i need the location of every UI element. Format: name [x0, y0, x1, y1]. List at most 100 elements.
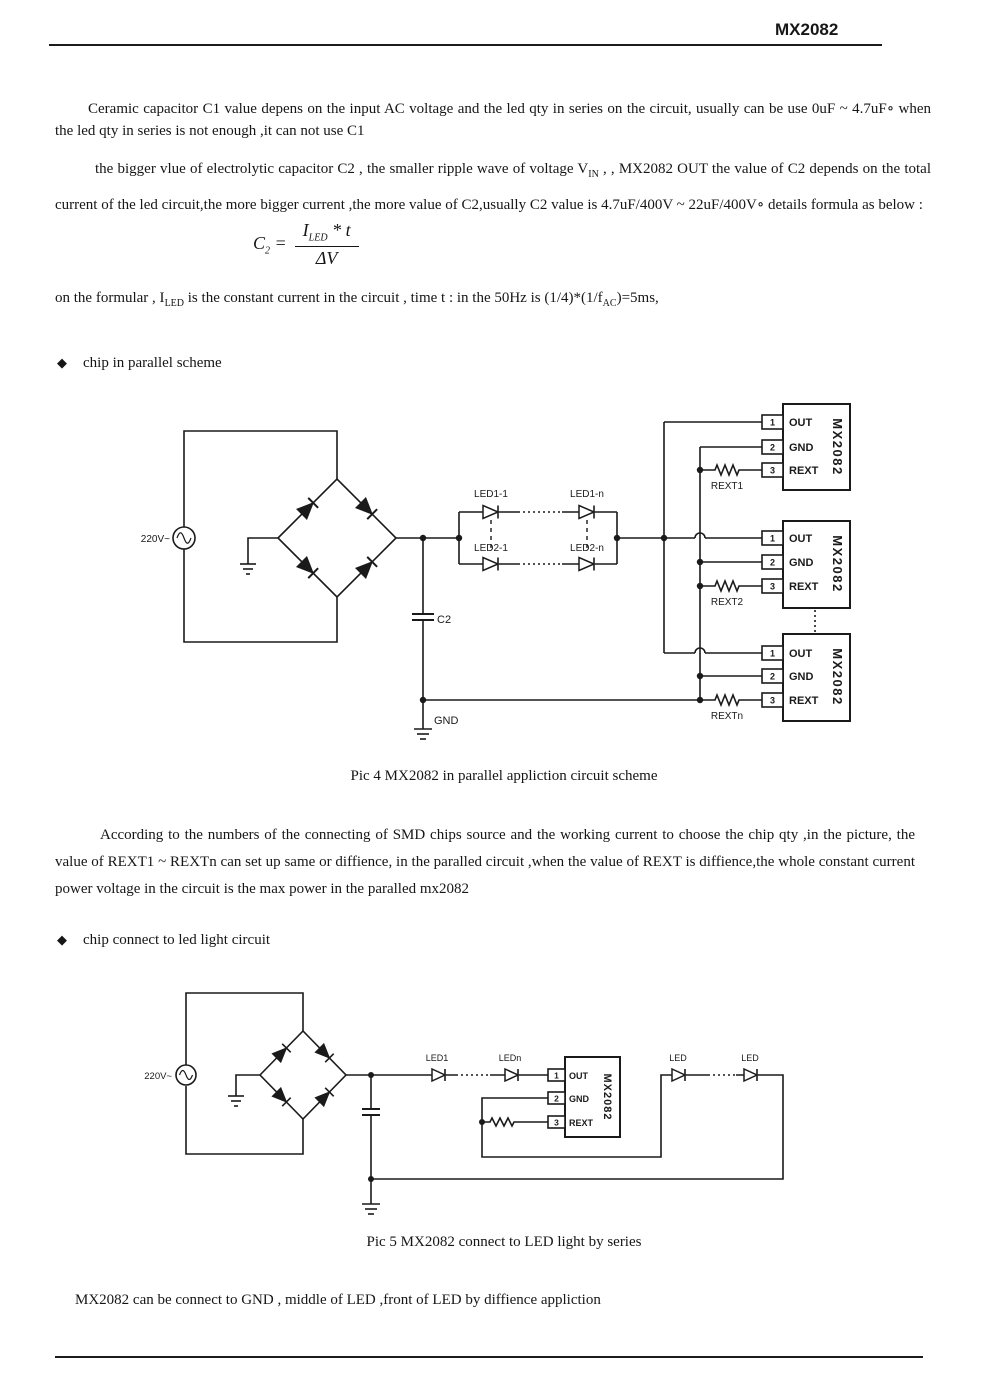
pin-name: REXT: [569, 1118, 594, 1128]
rext-label: REXTn: [711, 711, 743, 722]
led-label: LED1-n: [570, 489, 604, 500]
pin-name: GND: [789, 557, 814, 569]
formula-numerator: ILED * t: [302, 220, 351, 244]
pin-number: 2: [770, 672, 775, 682]
ground-icon: [414, 728, 432, 740]
header-rule: [49, 44, 882, 46]
pic4-caption: Pic 4 MX2082 in parallel appliction circ…: [350, 768, 658, 784]
junction-dots: [368, 1072, 485, 1182]
ac-source: 220V~: [144, 992, 304, 1155]
led-diode-icon: [482, 504, 500, 520]
led-label: LED: [741, 1053, 759, 1063]
pin-name: OUT: [569, 1071, 589, 1081]
rext-label: REXT2: [711, 597, 744, 608]
bullet-parallel-scheme: ◆chip in parallel scheme: [57, 355, 222, 371]
ac-source: 220V~: [141, 430, 338, 643]
pic4-source-label: 220V~: [141, 534, 170, 545]
pin-number: 2: [554, 1094, 559, 1104]
pin-name: REXT: [789, 695, 819, 707]
pic5-diagram: 220V~ LED1 LEDn: [144, 992, 784, 1215]
diamond-bullet-icon: ◆: [57, 356, 67, 371]
rextn-resistor: REXTn: [700, 692, 762, 722]
led-label: LED1: [426, 1053, 449, 1063]
paragraph-according: According to the numbers of the connecti…: [55, 827, 915, 897]
ground-node: GND: [414, 700, 459, 740]
led-diode-icon: [578, 556, 596, 572]
page-title: MX2082: [775, 20, 839, 39]
pin-name: REXT: [789, 465, 819, 477]
bulk-capacitor: [362, 1075, 380, 1179]
rext-resistor: [482, 1116, 548, 1128]
led-label: LED1-1: [474, 489, 508, 500]
p2-text-a: the bigger vlue of electrolytic capacito…: [95, 161, 589, 177]
led-diode-icon: [671, 1067, 687, 1083]
chip-name: MX2082: [830, 418, 845, 475]
rext-label: REXT1: [711, 481, 744, 492]
pic5-source-label: 220V~: [144, 1071, 172, 1082]
led-label: LED2-n: [570, 543, 604, 554]
pin-number: 3: [554, 1118, 559, 1128]
pin-name: GND: [789, 671, 814, 683]
pin-number: 3: [770, 696, 775, 706]
pin-number: 1: [554, 1071, 559, 1081]
led-diode-icon: [578, 504, 596, 520]
bridge-diode-icon: [295, 497, 319, 521]
pin-name: OUT: [789, 417, 813, 429]
pin-number: 1: [770, 649, 775, 659]
bridge-diode-icon: [295, 555, 319, 579]
paragraph-closing: MX2082 can be connect to GND , middle of…: [75, 1292, 601, 1308]
pin-number: 1: [770, 534, 775, 544]
c2-capacitor: C2: [412, 538, 451, 700]
formula-lhs: C2 =: [253, 232, 287, 257]
bridge-diode-icon: [271, 1086, 292, 1107]
bridge-diode-icon: [314, 1087, 335, 1108]
pin-number: 2: [770, 443, 775, 453]
ground-icon: [228, 1095, 244, 1107]
mx2082-chip: 1 2 3 OUT GND REXT MX2082: [547, 1056, 621, 1138]
mx2082-chip: 1 2 3 OUT GND REXT MX2082: [761, 403, 851, 491]
input-led-string: LED1 LEDn: [346, 1053, 548, 1083]
vin-subscript: IN: [588, 169, 599, 180]
footer-rule: [55, 1356, 923, 1358]
led-diode-icon: [504, 1067, 520, 1083]
led-diode-icon: [743, 1067, 759, 1083]
pin-name: GND: [569, 1094, 590, 1104]
ground-node: [362, 1179, 380, 1215]
pin-name: GND: [789, 442, 814, 454]
c2-formula: C2 = ILED * t ΔV: [253, 220, 359, 269]
led-label: LED: [669, 1053, 687, 1063]
ground-icon: [240, 563, 256, 575]
pin-number: 2: [770, 558, 775, 568]
pin-number: 1: [770, 418, 775, 428]
pin-name: OUT: [789, 648, 813, 660]
paragraph-c1: Ceramic capacitor C1 value depens on the…: [55, 101, 931, 139]
fac-subscript: AC: [602, 298, 617, 309]
pin-number: 3: [770, 582, 775, 592]
chip-name: MX2082: [830, 535, 845, 592]
paragraph-c2: the bigger vlue of electrolytic capacito…: [55, 154, 931, 220]
formula-fraction: ILED * t ΔV: [294, 220, 359, 269]
rext2-resistor: REXT2: [700, 578, 762, 608]
iled-subscript: LED: [164, 298, 185, 309]
bridge-diode-icon: [271, 1043, 292, 1064]
cap-label: C2: [437, 614, 451, 626]
chip-name: MX2082: [601, 1074, 613, 1121]
bridge-rectifier: [240, 477, 398, 599]
p2-text-b: , , MX2082 OUT the value of C2 depends o…: [55, 161, 931, 213]
rext1-resistor: REXT1: [700, 462, 762, 492]
pic4-diagram: 220V~ LED1-: [141, 403, 851, 740]
bridge-rectifier: [228, 1029, 348, 1121]
chip-name: MX2082: [830, 648, 845, 705]
pin-name: REXT: [789, 581, 819, 593]
led-diode-icon: [482, 556, 500, 572]
sine-wave-icon: [178, 1069, 194, 1081]
gnd-label: GND: [434, 715, 459, 727]
mx2082-chip: 1 2 3 OUT GND REXT MX2082: [761, 633, 851, 722]
bridge-diode-icon: [354, 556, 378, 580]
bridge-diode-icon: [354, 496, 378, 520]
gnd-led-return: LED LED: [371, 1053, 784, 1180]
pin-number: 3: [770, 466, 775, 476]
formula-denominator: ΔV: [294, 245, 359, 269]
led-label: LED2-1: [474, 543, 508, 554]
ground-icon: [362, 1203, 380, 1215]
